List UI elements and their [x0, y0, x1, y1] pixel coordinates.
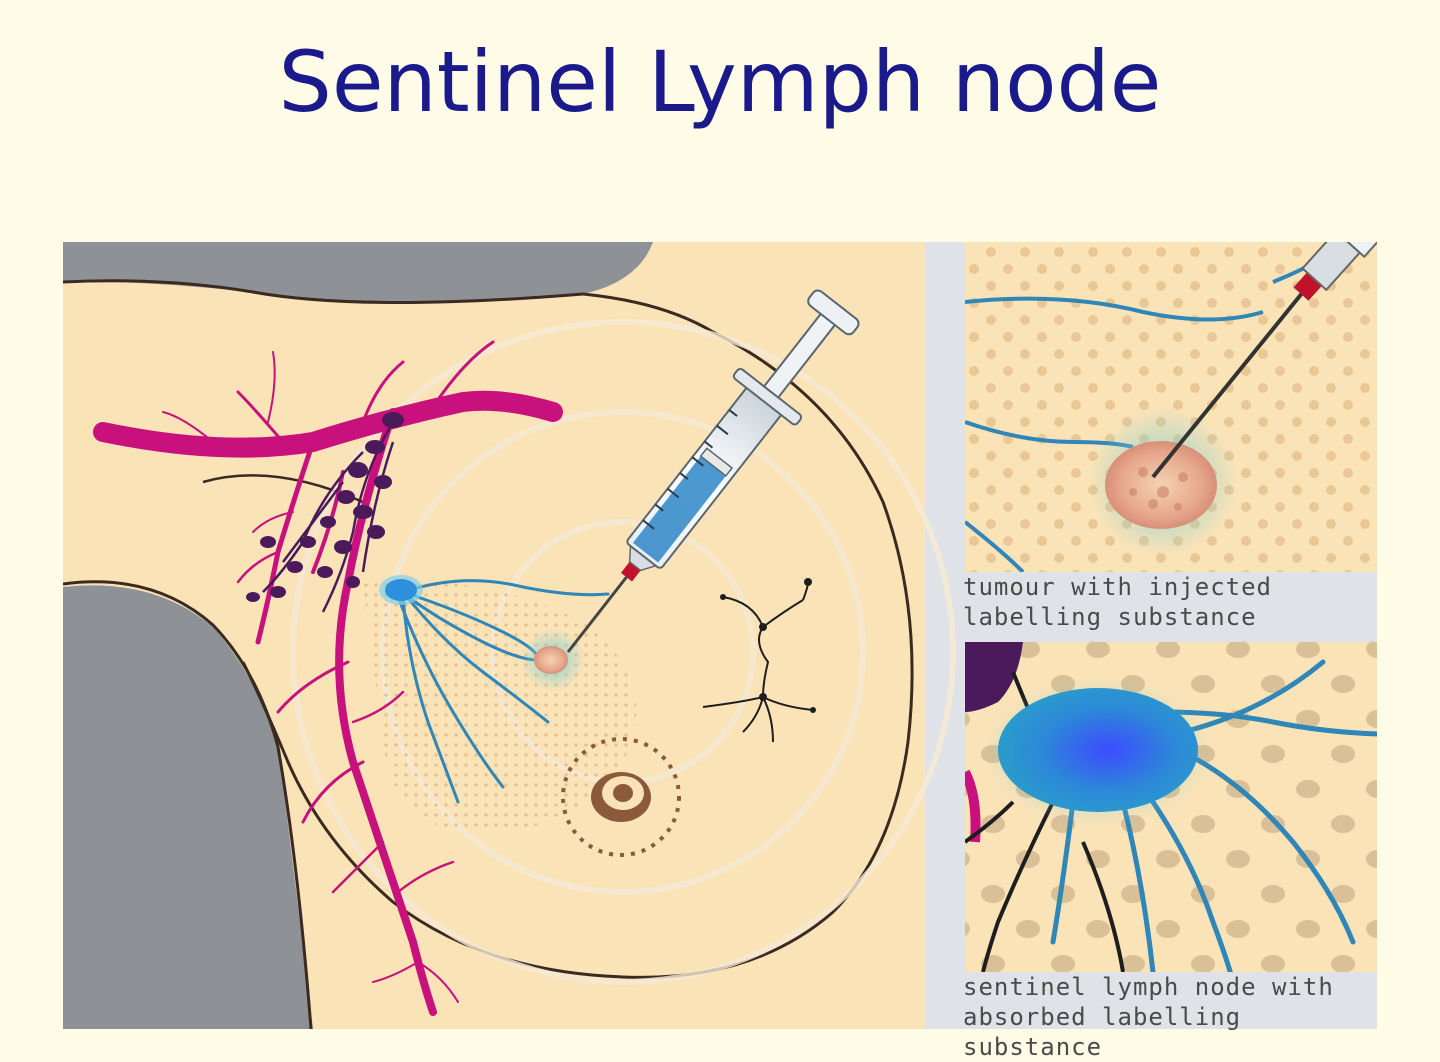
panel-tumour	[965, 242, 1377, 632]
caption-tumour-line2: labelling substance	[963, 603, 1257, 631]
caption-node-line2: absorbed labelling substance	[963, 1003, 1242, 1061]
slide-title: Sentinel Lymph node	[278, 33, 1162, 131]
caption-tumour-line1: tumour with injected	[963, 573, 1272, 601]
sentinel-node-illustration: tumour with injected labelling substance…	[63, 242, 1377, 1061]
caption-sentinel-node: sentinel lymph node with absorbed labell…	[963, 972, 1377, 1062]
illustration-canvas	[63, 242, 1377, 1029]
tumour	[534, 646, 568, 674]
needle-hub	[1293, 242, 1377, 301]
tumour-closeup	[1105, 441, 1217, 529]
sentinel-node	[385, 579, 417, 601]
arm-shadow	[63, 585, 313, 1029]
syringe	[566, 289, 860, 653]
nipple	[561, 737, 681, 857]
caption-node-line1: sentinel lymph node with	[963, 973, 1334, 1001]
lymph-node-chain	[246, 412, 404, 613]
sentinel-node-closeup	[998, 688, 1198, 812]
blood-vessels	[93, 340, 563, 1016]
breast-outline	[241, 292, 914, 979]
main-panel	[63, 242, 956, 1029]
panel-sentinel-node	[965, 642, 1377, 1029]
caption-tumour: tumour with injected labelling substance	[963, 572, 1272, 632]
